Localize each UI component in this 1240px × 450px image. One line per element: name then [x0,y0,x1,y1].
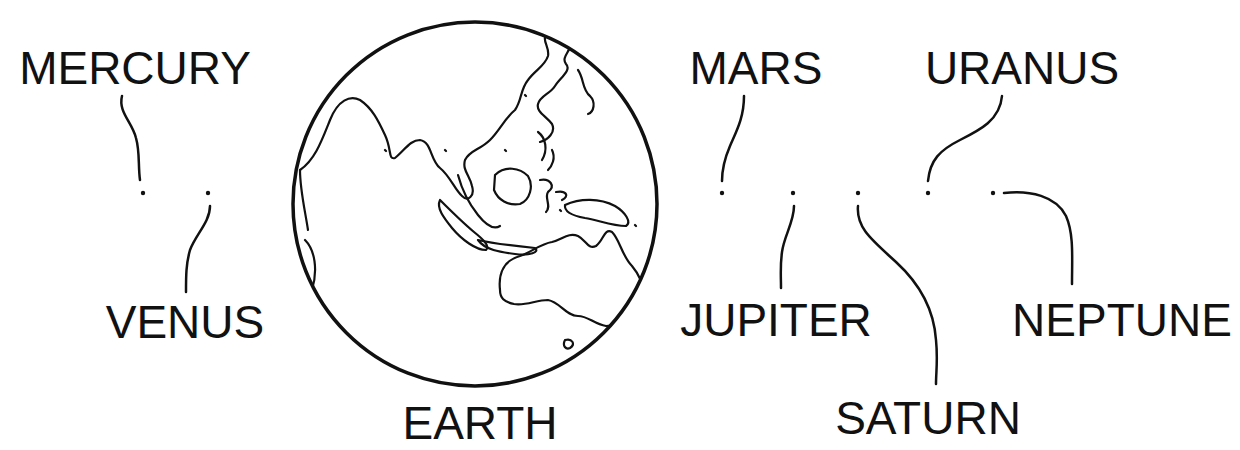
planet-label: URANUS [925,45,1119,91]
planet-label: NEPTUNE [1012,297,1232,343]
planet-dots [141,191,995,195]
planet-label: VENUS [106,299,264,345]
planet-label: MERCURY [19,45,251,91]
earth-globe [293,22,657,386]
continents [300,29,643,348]
planet-label: SATURN [835,395,1021,441]
planet-label: JUPITER [680,297,872,343]
planet-label: EARTH [402,400,557,446]
planet-label: MARS [690,45,823,91]
